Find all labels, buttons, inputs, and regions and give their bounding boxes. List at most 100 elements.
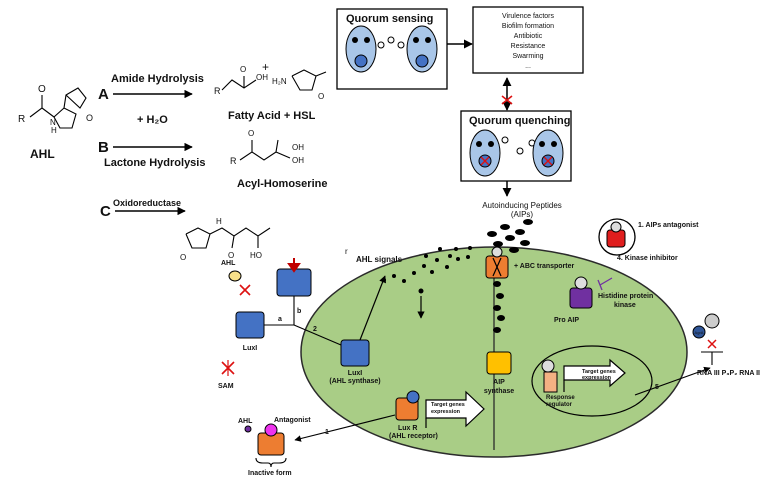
step-b-label: b [297, 308, 301, 315]
pathway-a-label: Amide Hydrolysis [111, 73, 204, 85]
gp-target-genes-2: expression [582, 375, 612, 381]
pro-aip-label: Pro AIP [554, 317, 579, 324]
marker-r: r [345, 247, 348, 256]
pathway-c: C Oxidoreductase H O HO O [100, 198, 271, 262]
aip-synthase-label-2: synthase [484, 388, 514, 395]
agra-label: AgrA [695, 330, 704, 335]
pathway-b-product: Acyl-Homoserine [237, 178, 327, 190]
luxi-synthase-protein [340, 339, 370, 367]
aip-title-2: (AIPs) [511, 210, 534, 219]
fatty-acid-o: O [240, 65, 246, 74]
aip-title-1: Autoinducing Peptides [482, 201, 562, 210]
acyl-oh-top: OH [292, 143, 304, 152]
plus-sign: + [262, 60, 269, 74]
water-label: + H₂O [137, 114, 168, 126]
ahl-small-label: AHL [221, 260, 236, 267]
block-cross-icon [501, 95, 513, 105]
inactive-luxr [257, 423, 285, 456]
outcome-1: Biofilm formation [502, 23, 554, 30]
step-a-label: a [278, 316, 282, 323]
fatty-acid-oh: OH [256, 73, 268, 82]
ahl-label: AHL [30, 147, 55, 161]
ahl-nh-atom: N [50, 118, 56, 127]
pathway-b-label: Lactone Hydrolysis [104, 157, 205, 169]
ahl-h-atom: H [51, 126, 57, 135]
step-5-arrow [634, 366, 711, 396]
ahl-r-atom: R [18, 114, 25, 125]
outcome-5: ... [525, 63, 531, 70]
oxo-o: O [228, 251, 234, 260]
step-1-label: 1 [325, 429, 329, 436]
outcome-2: Antibiotic [514, 33, 543, 40]
oxo-ring-o: O [180, 253, 186, 262]
sensing-face-right [406, 25, 438, 73]
hsl-structure [291, 69, 327, 91]
step-5-label: 5 [655, 384, 659, 391]
ahl-signals-label: AHL signals [356, 255, 403, 264]
link-2-line [293, 324, 342, 346]
acyl-homoserine-structure [239, 139, 291, 161]
luxr-label-1: Lux R [398, 425, 417, 432]
response-regulator-compartment [531, 345, 653, 417]
aip-synthase-label-1: AIP [493, 379, 505, 386]
outcome-0: Virulence factors [502, 13, 555, 20]
pathway-b-letter: B [98, 139, 109, 156]
acyl-o: O [248, 129, 254, 138]
response-regulator-label-2: regulator [546, 402, 573, 408]
luxi-synthase-label-2: (AHL synthase) [329, 378, 380, 385]
agra-block-cross-icon [707, 339, 717, 349]
luxr-label-2: (AHL receptor) [389, 433, 438, 440]
quorum-sensing-panel: Quorum sensing [336, 8, 448, 90]
step-2-label: 2 [313, 326, 317, 333]
quorum-quenching-title: Quorum quenching [469, 115, 570, 127]
fatty-acid-r: R [214, 86, 221, 96]
luxi-synthase-label-1: LuxI [348, 370, 362, 377]
oxo-ho: HO [250, 251, 262, 260]
agra-protein: AgrA [692, 313, 720, 339]
quenching-face-right [532, 129, 564, 177]
gp-target-genes-1: Target genes [582, 369, 616, 375]
luxi-free-protein [235, 311, 265, 339]
gn-target-genes-1: Target genes [431, 402, 465, 408]
gn-target-genes-arrow [425, 390, 485, 428]
pathway-a-product: Fatty Acid + HSL [228, 110, 316, 122]
ahl-molecule [228, 270, 242, 282]
histidine-label-1: Histidine protein [598, 293, 653, 300]
response-regulator-label-1: Response [546, 395, 575, 401]
fatty-acid-structure [221, 76, 257, 91]
ahl-small-molecule [244, 425, 252, 433]
outcome-4: Swarming [512, 53, 543, 60]
aips-antagonist [598, 218, 636, 256]
pathway-a: Amide Hydrolysis A R O OH + H₂N O Fatty … [98, 60, 327, 122]
aips-antagonist-label: 1. AIPs antagonist [638, 222, 699, 229]
ahl-small-label-2: AHL [238, 418, 253, 425]
pathway-c-letter: C [100, 203, 111, 220]
oxidized-ahl-structure [185, 227, 271, 249]
hsl-o: O [318, 92, 324, 101]
luxi-free-label: LuxI [243, 345, 257, 352]
gn-target-genes-2: expression [431, 409, 461, 415]
oxo-nh: H [216, 217, 222, 226]
quorum-quenching-panel: Quorum quenching [460, 110, 572, 182]
antagonist-label: Antagonist [274, 417, 311, 424]
aip-peptide-dots [487, 219, 533, 333]
sam-label: SAM [218, 383, 234, 390]
outcomes-box: Virulence factors Biofilm formation Anti… [472, 6, 584, 74]
promoter-arrows-icon [701, 351, 723, 365]
acyl-oh-bottom: OH [292, 156, 304, 165]
acyl-r: R [230, 156, 237, 166]
ahl-export-arrow [359, 275, 386, 341]
ahl-ring-o: O [86, 113, 93, 123]
histidine-label-2: kinase [614, 302, 636, 309]
kinase-inhibitor-icon [597, 277, 613, 291]
ahl-block-cross-icon [239, 284, 251, 296]
abc-transporter-label: + ABC transporter [514, 263, 575, 270]
pathway-c-label: Oxidoreductase [113, 198, 181, 208]
ahl-o-atom: O [38, 84, 46, 95]
outcome-3: Resistance [511, 43, 546, 50]
luxr-receptor [395, 390, 420, 421]
abc-transporter [485, 246, 509, 279]
hsl-h2n: H₂N [272, 77, 287, 86]
rna-promoter-label: RNA III P₃P₂ RNA II [697, 370, 760, 377]
